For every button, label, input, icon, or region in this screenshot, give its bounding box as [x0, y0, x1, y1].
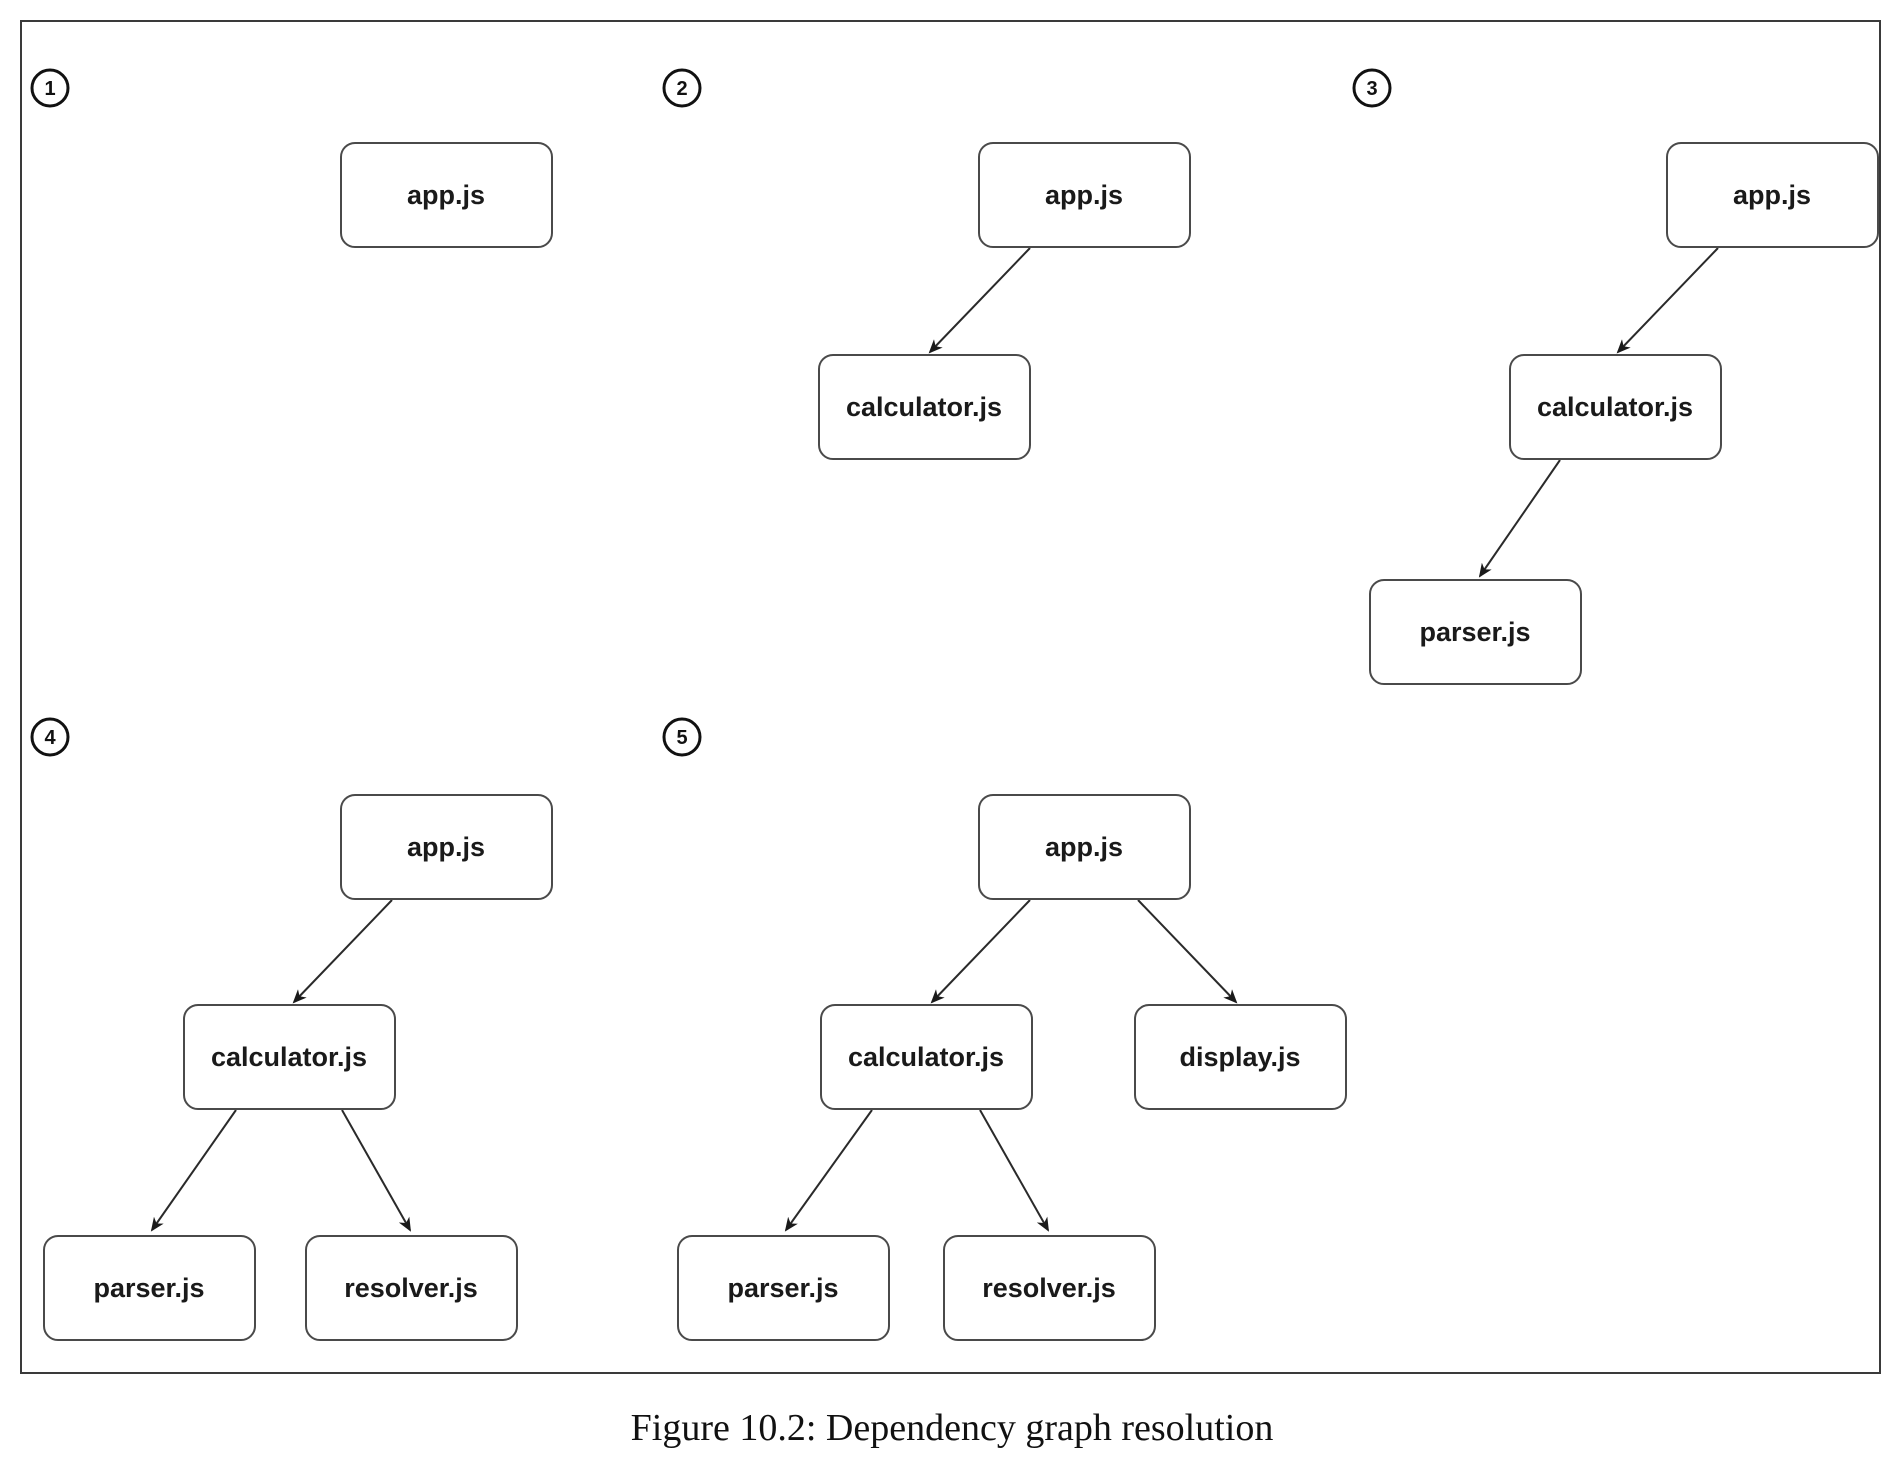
step-circle — [1352, 68, 1392, 108]
node-label: parser.js — [727, 1273, 838, 1303]
node-label: parser.js — [1419, 617, 1530, 647]
node-label: app.js — [1733, 180, 1811, 210]
figure-frame — [20, 20, 1881, 1374]
node-display: display.js — [1134, 1004, 1347, 1110]
step-marker: 4 — [30, 717, 70, 757]
step-marker: 3 — [1352, 68, 1392, 108]
step-circle — [662, 68, 702, 108]
edge-app-to-calculator — [930, 899, 1031, 1004]
figure-caption: Figure 10.2: Dependency graph resolution — [630, 1407, 1274, 1449]
node-calculator: calculator.js — [1509, 354, 1722, 460]
node-label: display.js — [1179, 1042, 1300, 1072]
node-label: calculator.js — [1537, 392, 1693, 422]
step-number: 2 — [676, 78, 687, 100]
node-box — [305, 1235, 518, 1341]
edge-app-to-calculator — [292, 899, 393, 1004]
node-box — [183, 1004, 396, 1110]
node-label: calculator.js — [846, 392, 1002, 422]
node-resolver: resolver.js — [305, 1235, 518, 1341]
node-parser: parser.js — [1369, 579, 1582, 685]
node-label: app.js — [407, 180, 485, 210]
step-marker: 2 — [662, 68, 702, 108]
node-box — [978, 142, 1191, 248]
edge-app-to-calculator — [928, 247, 1031, 354]
node-calculator: calculator.js — [183, 1004, 396, 1110]
node-label: parser.js — [93, 1273, 204, 1303]
node-box — [943, 1235, 1156, 1341]
edge-calculator-to-resolver — [341, 1109, 411, 1232]
edge-calculator-to-parser — [150, 1109, 237, 1232]
node-label: app.js — [407, 832, 485, 862]
node-app: app.js — [340, 142, 553, 248]
panel-2: 2 app.js calculator.js — [662, 68, 1191, 460]
node-app: app.js — [1666, 142, 1879, 248]
panel-4: 4 app.js calculator.js parser.js resolve… — [30, 717, 553, 1341]
node-calculator: calculator.js — [818, 354, 1031, 460]
step-number: 4 — [44, 727, 56, 749]
node-box — [43, 1235, 256, 1341]
step-circle — [662, 717, 702, 757]
step-marker: 5 — [662, 717, 702, 757]
panel-3: 3 app.js calculator.js parser.js — [1352, 68, 1879, 685]
node-label: calculator.js — [211, 1042, 367, 1072]
node-parser: parser.js — [677, 1235, 890, 1341]
edge-calculator-to-parser — [1478, 459, 1561, 578]
node-box — [818, 354, 1031, 460]
node-app: app.js — [340, 794, 553, 900]
node-label: resolver.js — [982, 1273, 1116, 1303]
edges — [150, 247, 1719, 1232]
node-box — [1509, 354, 1722, 460]
panel-5: 5 app.js calculator.js display.js parser… — [662, 717, 1347, 1341]
node-label: resolver.js — [344, 1273, 478, 1303]
node-box — [1666, 142, 1879, 248]
edge-app-to-display — [1137, 899, 1238, 1004]
step-number: 3 — [1366, 78, 1377, 100]
node-box — [340, 142, 553, 248]
node-box — [1134, 1004, 1347, 1110]
node-box — [1369, 579, 1582, 685]
node-parser: parser.js — [43, 1235, 256, 1341]
node-calculator: calculator.js — [820, 1004, 1033, 1110]
step-circle — [30, 68, 70, 108]
step-number: 1 — [44, 78, 55, 100]
step-marker: 1 — [30, 68, 70, 108]
node-box — [677, 1235, 890, 1341]
node-app: app.js — [978, 142, 1191, 248]
panel-1: 1 app.js — [30, 68, 553, 248]
node-app: app.js — [978, 794, 1191, 900]
step-number: 5 — [676, 727, 687, 749]
node-box — [820, 1004, 1033, 1110]
node-label: calculator.js — [848, 1042, 1004, 1072]
edge-calculator-to-parser — [784, 1109, 873, 1232]
node-box — [340, 794, 553, 900]
node-label: app.js — [1045, 180, 1123, 210]
step-circle — [30, 717, 70, 757]
node-box — [978, 794, 1191, 900]
node-resolver: resolver.js — [943, 1235, 1156, 1341]
edge-app-to-calculator — [1616, 247, 1719, 354]
node-label: app.js — [1045, 832, 1123, 862]
edge-calculator-to-resolver — [979, 1109, 1049, 1232]
